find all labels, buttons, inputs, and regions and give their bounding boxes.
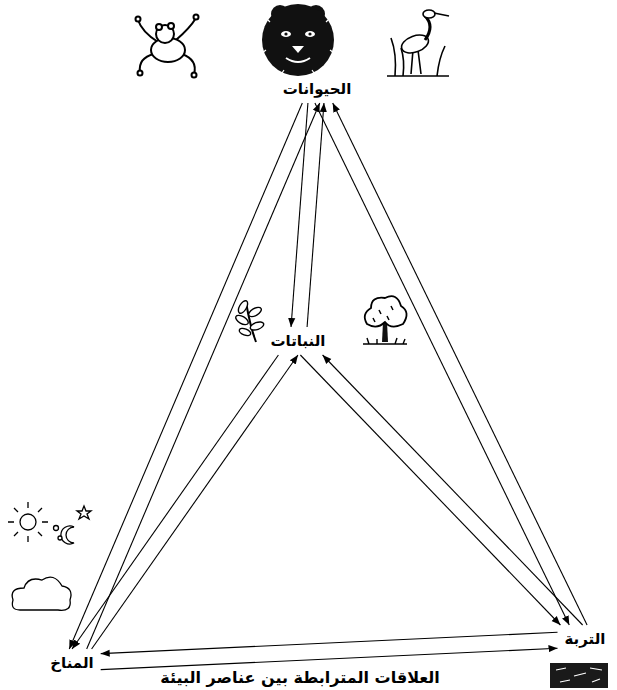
connector-arrow: [323, 355, 583, 625]
lion-eye: [281, 31, 291, 37]
lion-pupil: [308, 32, 311, 35]
connector-arrow: [307, 103, 324, 327]
sun-rays: [8, 502, 48, 542]
lion-mane: [262, 4, 334, 76]
soil-icon: [550, 663, 608, 688]
frog-icon: [136, 15, 199, 78]
connector-arrow: [69, 103, 302, 649]
heron-neck: [425, 16, 430, 40]
small-star: [54, 526, 59, 531]
node-label: النباتات: [267, 330, 330, 352]
lion-eye: [305, 31, 315, 37]
connector-arrow: [333, 103, 587, 625]
lion-icon: [258, 4, 338, 76]
small-star: [58, 536, 62, 540]
node-text: المناخ: [50, 654, 93, 672]
frog-toe: [192, 73, 197, 78]
soil-patch: [550, 663, 608, 688]
node-text: النباتات: [271, 332, 326, 350]
node-label: الحيوانات: [279, 78, 356, 100]
frog-eye: [156, 24, 162, 30]
lion-mouth: [286, 58, 310, 62]
node-text: الحيوانات: [283, 80, 352, 98]
connector-arrow: [101, 632, 558, 653]
sky-icon: [8, 502, 91, 610]
leaf: [247, 305, 263, 318]
connector-arrow: [300, 355, 560, 625]
moon: [61, 526, 74, 544]
connector-arrow: [72, 355, 278, 649]
heron-beak: [434, 13, 449, 16]
star: [77, 506, 91, 519]
leaf: [234, 313, 250, 326]
heron-head: [423, 10, 435, 18]
frog-eye: [168, 23, 174, 29]
sun: [20, 514, 36, 530]
lion-nose: [292, 46, 304, 53]
heron-icon: [387, 10, 449, 76]
caption: العلاقات المترابطة بين عناصر البيئة: [160, 668, 440, 688]
leaf-sprig-icon: [234, 299, 265, 342]
frog-toe: [194, 15, 199, 20]
soil-texture: [556, 668, 602, 682]
tree-blossoms: [373, 306, 393, 322]
connector-arrow: [315, 103, 569, 625]
node-label: التربة: [561, 628, 610, 650]
tree-crown: [365, 296, 407, 326]
frog-legs: [138, 18, 196, 74]
leaf: [236, 299, 249, 315]
connector-arrow: [101, 648, 558, 669]
grass: [363, 338, 407, 344]
frog-toe: [136, 17, 141, 22]
lion-fur: [258, 14, 338, 76]
leaf: [238, 327, 251, 337]
tree-icon: [363, 296, 407, 344]
connector-arrow: [87, 103, 320, 649]
leaf: [249, 320, 265, 331]
connector-arrow: [92, 355, 298, 649]
lion-pupil: [284, 32, 287, 35]
node-label: المناخ: [46, 652, 97, 674]
node-text: التربة: [565, 630, 606, 648]
frog-toe: [138, 71, 143, 76]
cloud: [12, 577, 71, 610]
